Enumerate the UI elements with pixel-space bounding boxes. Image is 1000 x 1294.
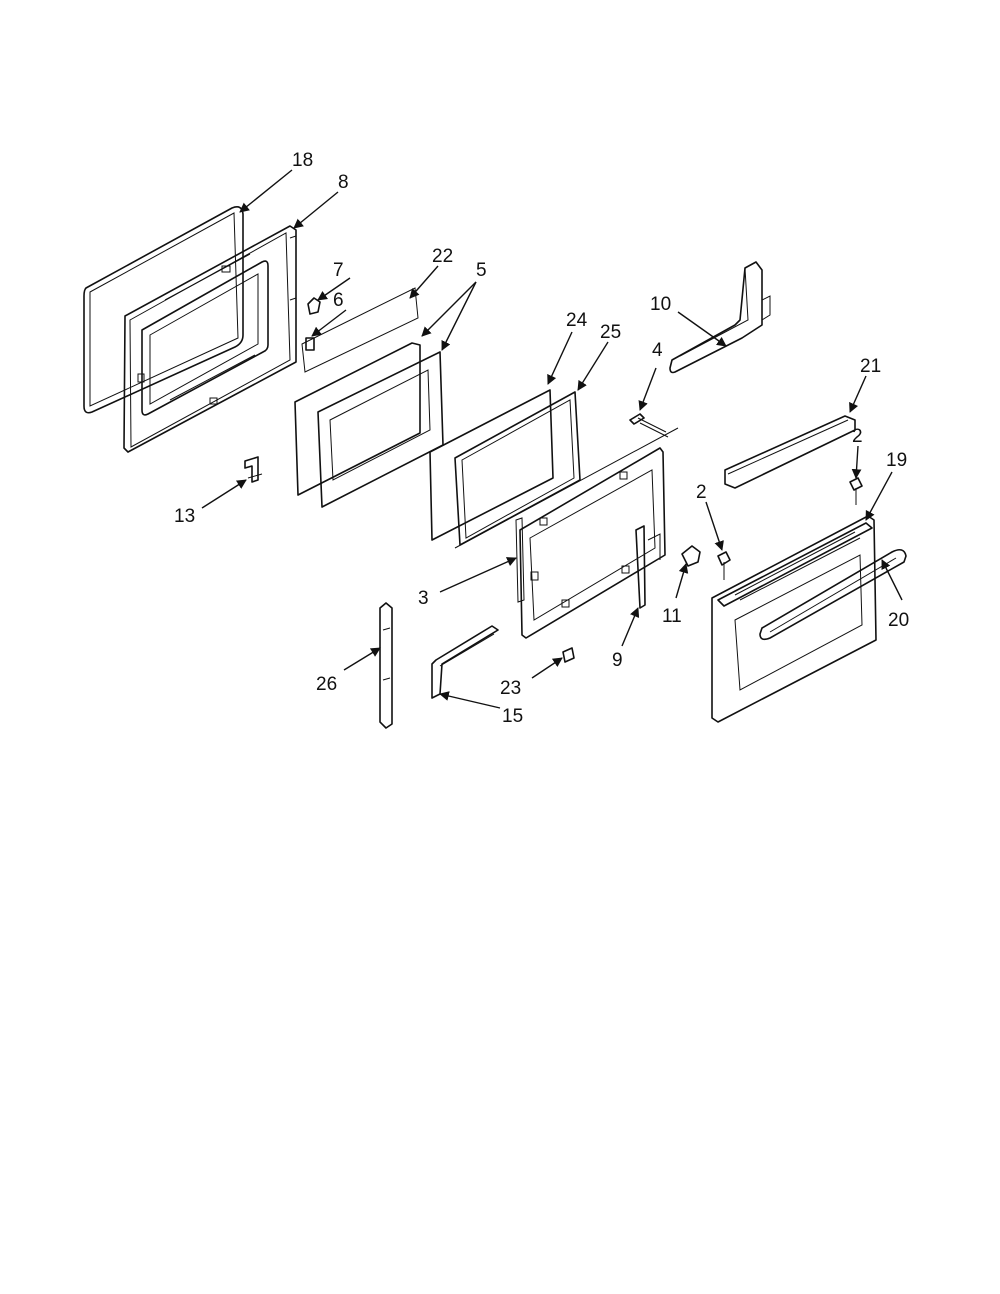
part-2-screw-left xyxy=(717,551,731,580)
leader-2-right xyxy=(851,445,862,479)
part-24-outer-glass xyxy=(429,389,554,541)
callout-13: 13 xyxy=(174,506,195,527)
callout-21: 21 xyxy=(860,356,881,377)
callout-6: 6 xyxy=(333,290,344,311)
callout-26: 26 xyxy=(316,674,337,695)
leader-10 xyxy=(677,311,727,347)
part-15-bottom-trim xyxy=(431,625,499,699)
callout-9: 9 xyxy=(612,650,623,671)
part-7-clip xyxy=(307,297,321,315)
leader-5a xyxy=(421,281,477,337)
part-11-bumper xyxy=(681,545,701,567)
callout-23: 23 xyxy=(500,678,521,699)
callout-22: 22 xyxy=(432,246,453,267)
callout-3: 3 xyxy=(418,588,429,609)
callout-25: 25 xyxy=(600,322,621,343)
part-2-screw-right xyxy=(849,477,863,505)
part-20-door-handle xyxy=(759,548,907,641)
callout-7: 7 xyxy=(333,260,344,281)
part-4-screw xyxy=(629,413,669,438)
callout-10: 10 xyxy=(650,294,671,315)
part-6-spacer xyxy=(305,337,315,351)
callout-11: 11 xyxy=(662,606,682,627)
leader-8 xyxy=(293,191,339,229)
part-26-hinge-channel xyxy=(379,602,393,729)
part-22-insulation xyxy=(301,287,419,373)
leader-21 xyxy=(849,375,867,413)
part-8-inner-door-frame xyxy=(123,225,297,453)
part-9-side-trim xyxy=(635,525,661,609)
leader-4 xyxy=(638,367,657,411)
callout-20: 20 xyxy=(888,610,909,631)
callout-15: 15 xyxy=(502,706,523,727)
callout-labels: 18 8 7 22 5 6 24 25 10 4 21 2 19 2 13 3 … xyxy=(174,150,909,727)
leader-7 xyxy=(317,277,351,301)
leader-20 xyxy=(881,559,903,601)
callout-19: 19 xyxy=(886,450,907,471)
leader-26 xyxy=(343,647,381,671)
leader-23 xyxy=(531,657,563,679)
part-10-vent-baffle xyxy=(669,261,771,374)
leader-18 xyxy=(239,169,293,213)
part-18-gasket xyxy=(83,206,244,414)
leader-2-left xyxy=(705,501,724,551)
leader-15 xyxy=(439,691,501,709)
leader-19 xyxy=(865,471,893,521)
outer-door-panel xyxy=(711,515,877,723)
part-5-door-glass xyxy=(294,342,444,508)
callout-2-right: 2 xyxy=(852,426,863,447)
part-21-top-trim xyxy=(724,415,856,489)
part-19-vent-trim xyxy=(717,522,873,607)
leader-13 xyxy=(201,479,247,509)
leader-11 xyxy=(675,563,689,599)
callout-5: 5 xyxy=(476,260,487,281)
leader-lines xyxy=(201,169,903,709)
part-23-clip xyxy=(562,647,575,663)
leader-3 xyxy=(439,557,517,593)
leader-24 xyxy=(547,331,573,385)
part-25-glass-frame xyxy=(454,391,679,549)
callout-8: 8 xyxy=(338,172,349,193)
leader-6 xyxy=(311,309,347,337)
part-3-inner-panel xyxy=(515,447,666,639)
leader-25 xyxy=(577,341,609,391)
callout-2-left: 2 xyxy=(696,482,707,503)
leader-22 xyxy=(409,265,439,299)
callout-4: 4 xyxy=(652,340,663,361)
leader-9 xyxy=(621,607,640,647)
callout-18: 18 xyxy=(292,150,313,171)
callout-24: 24 xyxy=(566,310,588,331)
part-13-hinge-receiver xyxy=(244,456,263,483)
leader-5b xyxy=(441,281,477,351)
